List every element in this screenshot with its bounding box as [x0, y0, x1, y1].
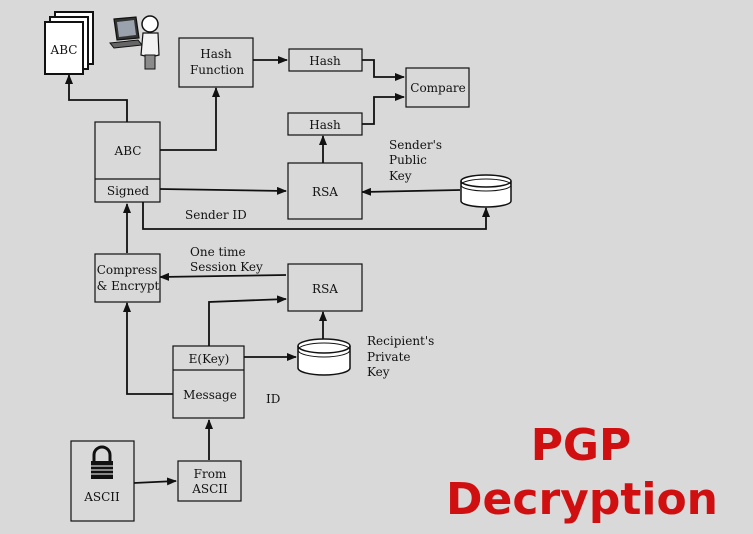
ekey-message-box: E(Key) Message — [172, 345, 245, 419]
arrow-hash-to-compare — [362, 59, 405, 81]
hash-mid-label: Hash — [309, 118, 341, 132]
svg-text:Private: Private — [367, 350, 411, 364]
message-label: Message — [183, 388, 237, 402]
rsa-sender-box: RSA — [287, 162, 363, 220]
sender-public-key-label: Sender's Public Key — [389, 138, 442, 183]
documents-icon: ABC — [44, 11, 94, 75]
compare-box: Compare — [405, 67, 470, 108]
database-icon — [460, 174, 512, 208]
compress-label-line1: Compress — [97, 263, 158, 277]
title-line-1: PGP — [531, 420, 632, 471]
compress-label-line2: & Encrypt — [97, 279, 160, 293]
compress-encrypt-box: Compress & Encrypt — [94, 253, 161, 303]
id-label: ID — [266, 392, 280, 406]
database-icon — [297, 338, 351, 376]
signed-label: Signed — [107, 184, 150, 198]
arrow-ascii-to-from-ascii — [133, 477, 177, 486]
arrow-keydb-to-rsa — [361, 187, 461, 196]
compare-label: Compare — [410, 81, 465, 95]
user-at-computer-icon — [109, 15, 160, 70]
svg-text:Sender's: Sender's — [389, 138, 442, 152]
hash-function-box: Hash Function — [178, 37, 254, 88]
arrow-ekey-to-rsa — [208, 295, 287, 346]
ascii-label: ASCII — [83, 490, 120, 504]
hash-top-label: Hash — [309, 54, 341, 68]
arrow-abc-to-hash-function — [160, 87, 220, 151]
ascii-box: ASCII — [70, 440, 135, 522]
arrow-abc-to-output — [65, 74, 128, 122]
arrow-signed-to-keydb — [142, 202, 490, 230]
arrow-rsa-to-compress — [159, 272, 287, 281]
from-ascii-label-line1: From — [194, 467, 227, 481]
hash-function-label-line2: Function — [190, 63, 244, 77]
padlock-icon — [91, 445, 113, 479]
svg-text:Session Key: Session Key — [190, 260, 263, 274]
svg-text:Recipient's: Recipient's — [367, 334, 434, 348]
rsa-session-box: RSA — [287, 263, 363, 312]
arrow-message-to-compress — [123, 302, 173, 395]
abc-output-label: ABC — [50, 43, 78, 57]
hash-function-label-line1: Hash — [200, 47, 232, 61]
title-line-2: Decryption — [446, 474, 718, 525]
abc-signed-box: ABC Signed — [94, 121, 161, 203]
connectors — [65, 56, 490, 486]
from-ascii-box: From ASCII — [177, 460, 242, 502]
arrow-signed-to-rsa — [159, 186, 287, 195]
recipient-private-key-label: Recipient's Private Key — [367, 334, 434, 379]
one-time-session-key-label: One time Session Key — [190, 245, 263, 274]
hash-top-box: Hash — [288, 48, 363, 72]
page-title: PGP Decryption — [446, 420, 718, 525]
arrow-hash2-to-compare — [362, 93, 405, 125]
ekey-label: E(Key) — [189, 352, 230, 366]
sender-id-label: Sender ID — [185, 208, 247, 222]
from-ascii-label-line2: ASCII — [191, 482, 228, 496]
abc-main-label: ABC — [114, 144, 142, 158]
hash-mid-box: Hash — [287, 112, 363, 136]
svg-text:Key: Key — [367, 365, 390, 379]
rsa-sender-label: RSA — [312, 185, 338, 199]
svg-text:Public: Public — [389, 153, 427, 167]
svg-text:One time: One time — [190, 245, 246, 259]
svg-text:Key: Key — [389, 169, 412, 183]
rsa-session-label: RSA — [312, 282, 338, 296]
